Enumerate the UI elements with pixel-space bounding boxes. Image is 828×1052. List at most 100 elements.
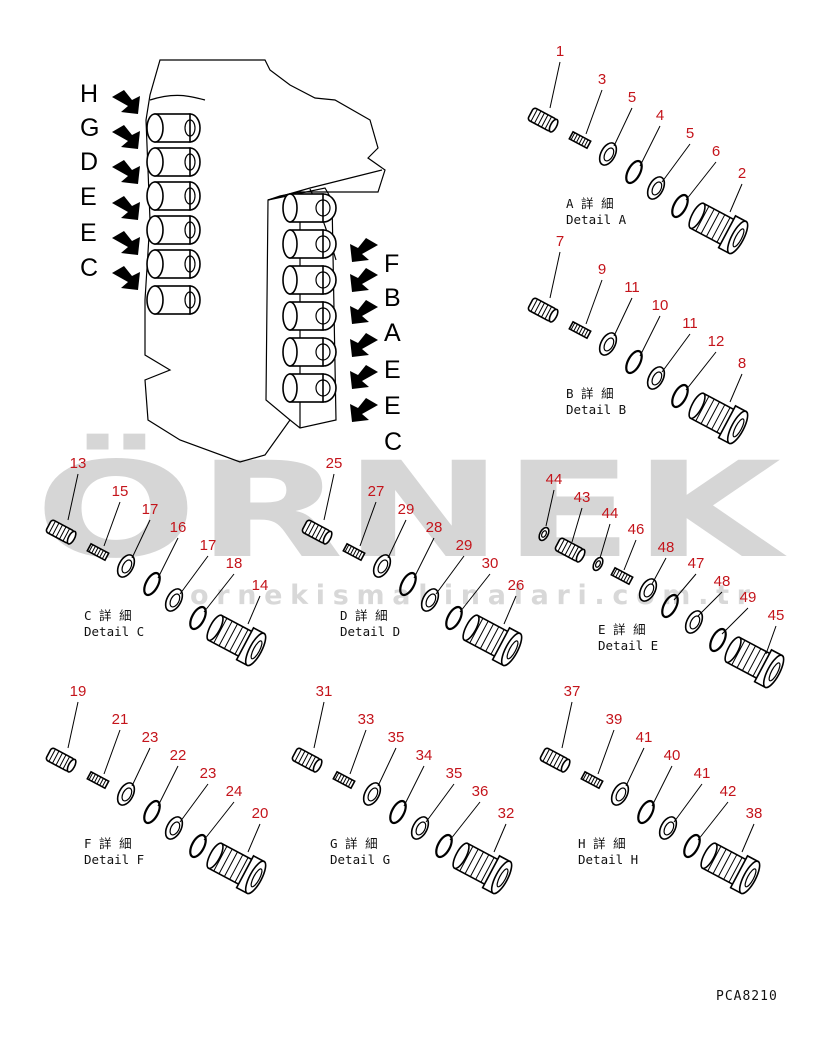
control-valve-assembly — [144, 59, 386, 463]
part-number: 46 — [628, 521, 645, 538]
arrow-icon — [112, 160, 140, 184]
detail-caption-en: Detail B — [566, 402, 626, 417]
plug-part — [527, 107, 559, 133]
leader-line — [729, 183, 743, 213]
leader-line — [425, 783, 455, 823]
leader-line — [549, 61, 561, 109]
leader-line — [721, 607, 749, 635]
figure-code: PCA8210 — [716, 989, 778, 1004]
washer-part — [638, 578, 658, 602]
arrow-icon — [350, 398, 378, 422]
part-number: 48 — [658, 539, 675, 556]
detail-caption-en: Detail A — [566, 212, 627, 227]
right-letters: F B A E E C — [384, 250, 402, 456]
leader-line — [597, 729, 615, 775]
body-part — [452, 842, 513, 895]
oring-part — [189, 833, 207, 859]
spool-letter: F — [384, 250, 399, 278]
part-number: 20 — [252, 805, 269, 822]
part-number: 11 — [682, 315, 698, 332]
part-number: 1 — [556, 43, 564, 60]
body-part — [462, 614, 523, 667]
leader-line — [413, 537, 435, 579]
washer-part — [410, 816, 430, 840]
part-number: 43 — [574, 489, 591, 506]
watermark: ÖRNEK ornekismakinalari.com.tr — [35, 434, 788, 611]
spool-letter: H — [80, 80, 98, 108]
part-number: 27 — [368, 483, 385, 500]
washer-part — [164, 588, 184, 612]
spool-letter: C — [80, 254, 98, 282]
leader-line — [685, 161, 717, 201]
part-number: 39 — [606, 711, 623, 728]
oring-part — [445, 605, 463, 631]
leader-line — [697, 801, 729, 841]
part-number: 21 — [112, 711, 129, 728]
spool-letter: B — [384, 284, 401, 312]
oring-part — [143, 571, 161, 597]
leader-line — [661, 333, 691, 373]
leader-line — [549, 251, 561, 299]
leader-line — [613, 107, 633, 147]
part-number: 11 — [624, 279, 640, 296]
watermark-brand: ÖRNEK — [35, 434, 788, 588]
body-part — [700, 842, 761, 895]
body-part — [688, 392, 749, 445]
leader-line — [729, 373, 743, 403]
leader-line — [685, 351, 717, 391]
leader-line — [359, 501, 377, 547]
leader-line — [247, 595, 261, 625]
part-number: 41 — [636, 729, 653, 746]
oring-part — [625, 349, 643, 375]
leader-line — [651, 557, 667, 585]
leader-line — [545, 489, 555, 527]
body-part — [688, 202, 749, 255]
arrow-icon — [350, 268, 378, 292]
detail-caption-jp: C 詳 細 — [84, 608, 132, 623]
plug-part — [539, 747, 571, 773]
part-number: 28 — [426, 519, 443, 536]
spool-letter: C — [384, 428, 402, 456]
detail-caption-en: Detail E — [598, 638, 658, 653]
oring-part — [709, 627, 727, 653]
right-arrows — [350, 238, 378, 422]
spool-letter: E — [80, 183, 97, 211]
leader-line — [639, 315, 661, 357]
watermark-url: ornekismakinalari.com.tr — [190, 580, 751, 611]
leader-line — [493, 823, 507, 853]
part-number: 10 — [652, 297, 669, 314]
oring-part — [399, 571, 417, 597]
spool-letter: E — [80, 219, 97, 247]
oring-part — [637, 799, 655, 825]
detail-caption-en: Detail C — [84, 624, 144, 639]
part-number: 18 — [226, 555, 243, 572]
part-number: 37 — [564, 683, 581, 700]
body-part — [206, 842, 267, 895]
leader-line — [639, 125, 661, 167]
part-number: 30 — [482, 555, 499, 572]
oring-part — [671, 383, 689, 409]
leader-line — [349, 729, 367, 775]
spring-part — [580, 770, 604, 790]
leader-line — [103, 501, 121, 547]
smallring-part — [592, 556, 604, 572]
leader-line — [599, 523, 611, 559]
plug-part — [45, 747, 77, 773]
washer-part — [646, 366, 666, 390]
leader-line — [561, 701, 573, 749]
leader-line — [323, 473, 335, 521]
spring-part — [86, 770, 110, 790]
part-number: 23 — [142, 729, 159, 746]
leader-line — [387, 519, 407, 559]
washer-part — [658, 816, 678, 840]
leader-line — [625, 747, 645, 787]
detail-caption-jp: D 詳 細 — [340, 608, 388, 623]
leader-line — [103, 729, 121, 775]
part-number: 3 — [598, 71, 606, 88]
arrow-icon — [350, 333, 378, 357]
arrow-icon — [350, 300, 378, 324]
part-number: 49 — [740, 589, 757, 606]
part-number: 23 — [200, 765, 217, 782]
